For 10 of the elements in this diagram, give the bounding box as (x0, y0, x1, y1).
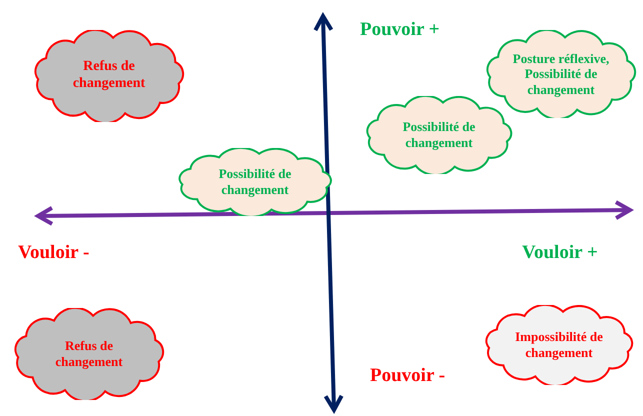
cloud-text: Impossibilité de changement (514, 329, 604, 361)
axis-label: Vouloir - (18, 243, 90, 262)
cloud-text: Possibilité de changement (218, 166, 292, 198)
axis-label: Pouvoir + (360, 20, 440, 39)
axis-label: Vouloir + (522, 243, 598, 262)
cloud-text: Possibilité de changement (402, 119, 476, 151)
cloud-text: Refus de changement (54, 338, 124, 370)
axis-label: Pouvoir - (370, 366, 446, 385)
cloud-text: Refus de changement (72, 59, 146, 93)
cloud-text: Posture réflexive, Possibilité de changement (512, 50, 610, 98)
